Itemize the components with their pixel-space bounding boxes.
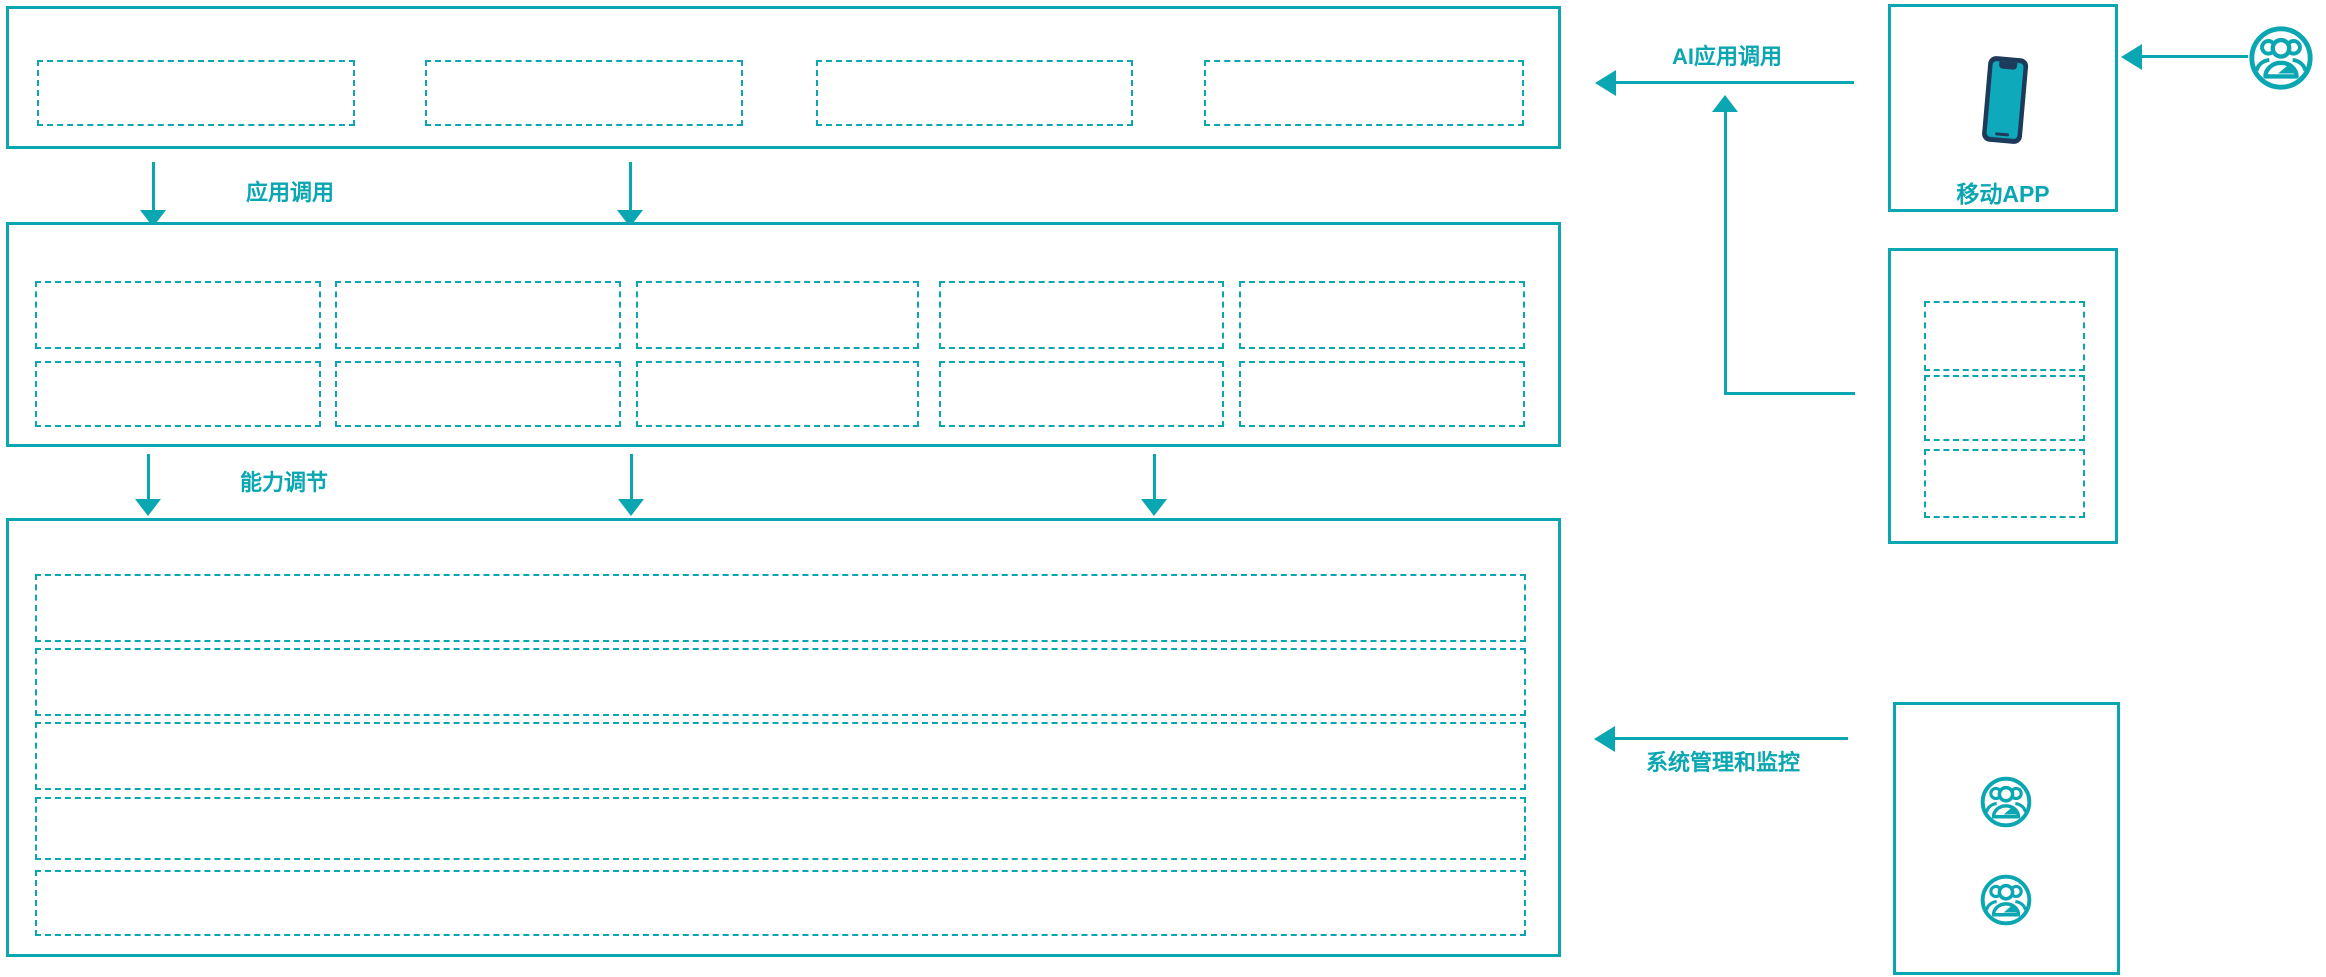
placeholder-box — [939, 281, 1224, 349]
capability-arrowhead — [618, 499, 644, 516]
placeholder-box — [1239, 361, 1525, 427]
placeholder-box — [35, 281, 321, 349]
users-icon — [1980, 776, 2032, 828]
ai-app-call-label: AI应用调用 — [1672, 44, 1783, 69]
up-arrow-stem — [1724, 110, 1727, 395]
placeholder-box — [335, 361, 621, 427]
system-mgmt-label: 系统管理和监控 — [1646, 750, 1801, 775]
capability-arrowhead — [135, 499, 161, 516]
api-box — [1888, 248, 2118, 544]
elbow-connector — [1724, 392, 1855, 395]
app-call-arrow — [629, 162, 632, 214]
capability-arrowhead — [1141, 499, 1167, 516]
placeholder-box — [1924, 301, 2085, 371]
placeholder-row — [35, 574, 1526, 642]
placeholder-box — [35, 361, 321, 427]
mobile-app-label: 移动APP — [1956, 181, 2050, 207]
app-call-arrow — [152, 162, 155, 214]
placeholder-box — [939, 361, 1224, 427]
system-mgmt-arrowhead — [1594, 726, 1615, 752]
placeholder-row — [35, 722, 1526, 790]
placeholder-box — [636, 361, 919, 427]
users-icon — [1980, 874, 2032, 926]
user-to-app-arrowhead — [2121, 44, 2142, 70]
placeholder-box — [37, 60, 355, 126]
user-to-app-arrow — [2140, 55, 2248, 58]
ai-app-call-arrow — [1614, 81, 1854, 84]
service-layer-box — [6, 222, 1561, 447]
placeholder-box — [1924, 449, 2085, 518]
placeholder-box — [335, 281, 621, 349]
placeholder-box — [1204, 60, 1524, 126]
placeholder-row — [35, 797, 1526, 860]
placeholder-row — [35, 648, 1526, 716]
placeholder-box — [425, 60, 743, 126]
up-arrowhead — [1712, 95, 1738, 112]
admin-box — [1893, 702, 2120, 975]
system-mgmt-arrow — [1613, 737, 1848, 740]
capability-layer-box — [6, 518, 1561, 957]
placeholder-box — [636, 281, 919, 349]
capability-arrow — [147, 454, 150, 502]
placeholder-box — [816, 60, 1133, 126]
app-call-label: 应用调用 — [246, 180, 335, 205]
ai-app-call-arrowhead — [1595, 70, 1616, 96]
capability-arrow — [1153, 454, 1156, 502]
capability-arrow — [630, 454, 633, 502]
placeholder-box — [1924, 375, 2085, 441]
capability-label: 能力调节 — [240, 470, 329, 495]
app-layer-box — [6, 6, 1561, 149]
users-icon — [2249, 26, 2313, 90]
placeholder-row — [35, 870, 1526, 936]
mobile-app-box: 移动APP — [1888, 4, 2118, 212]
smartphone-icon — [1982, 56, 2029, 144]
placeholder-box — [1239, 281, 1525, 349]
